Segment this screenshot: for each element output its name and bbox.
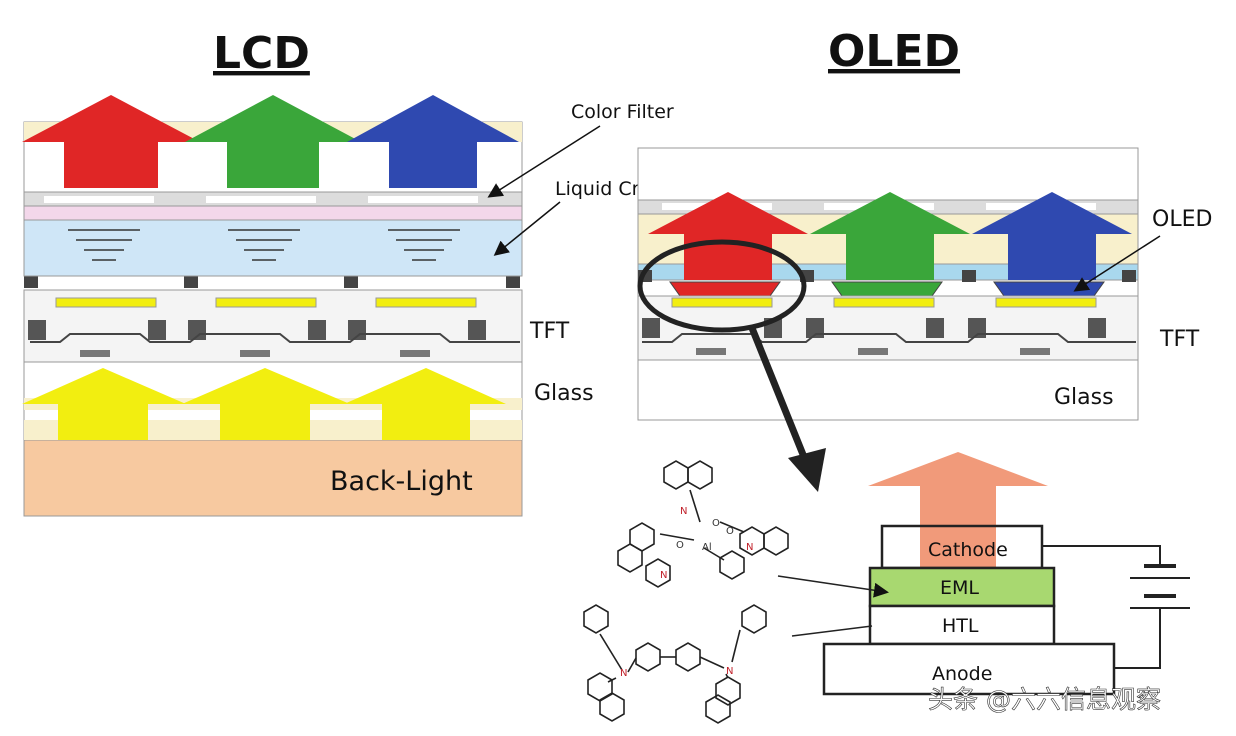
lcd-yellow-arrow-2 (182, 368, 350, 440)
oled-red-arrow (648, 192, 808, 280)
oled-green-emitter (831, 281, 943, 297)
oled-emitter-pointer (1073, 235, 1161, 292)
npb-molecule (583, 604, 767, 724)
lcd-blue-arrow (347, 95, 519, 188)
alq3-n-label-1: N (680, 506, 687, 517)
zoom-arrow-shaft (748, 326, 810, 464)
lcd-glass-label: Glass (534, 381, 594, 406)
lcd-green-arrow (185, 95, 361, 188)
zoom-ellipse (637, 239, 807, 333)
oled-glass-layer (637, 359, 1139, 421)
lcd-color-arrows (22, 95, 519, 188)
oled-panel (637, 147, 1139, 421)
lcd-backlight-layer (23, 439, 523, 517)
oled-stack: Cathode EML HTL Anode (777, 452, 1190, 696)
lcd-yellow-arrow-1 (22, 368, 186, 440)
anode-label: Anode (932, 663, 992, 685)
oled-title: OLED (828, 26, 960, 77)
oled-tft-label: TFT (1159, 327, 1200, 352)
alq3-o-label-2: O (676, 540, 684, 551)
lcd-red-arrow (22, 95, 200, 188)
lcd-tft-label: TFT (529, 319, 570, 344)
eml-label: EML (940, 577, 979, 599)
oled-red-emitter (669, 281, 781, 297)
npb-n-label-1: N (620, 668, 627, 679)
lcd-yellow-arrow-3 (344, 368, 506, 440)
oled-color-arrows (648, 192, 1132, 280)
lcd-tft-elements (24, 276, 520, 357)
oled-encapsulation-glass (637, 147, 1139, 201)
anode-layer (822, 642, 1116, 696)
htl-label: HTL (942, 615, 979, 637)
lcd-backlight-label: Back-Light (330, 466, 473, 497)
alq3-molecule (617, 460, 789, 588)
zoom-arrow-head (788, 448, 826, 492)
cathode-label: Cathode (928, 539, 1008, 561)
watermark-text: 头条 @六六信息观察 (928, 685, 1161, 714)
oled-tft-elements (638, 270, 1136, 355)
lcd-title: LCD (213, 28, 310, 79)
alq3-n-label-3: N (746, 542, 753, 553)
emission-arrow (868, 452, 1048, 568)
eml-layer (868, 566, 1056, 608)
alq3-o-label-3: O (726, 526, 734, 537)
alq3-o-label-1: O (712, 518, 720, 529)
lcd-lc-molecules (68, 229, 460, 261)
lcd-color-filter-pointer (487, 125, 601, 198)
oled-emitter-label: OLED (1152, 207, 1212, 232)
lcd-color-filter-label: Color Filter (571, 101, 674, 123)
lcd-alignment-layer (23, 205, 523, 221)
circuit-wire-top (1042, 545, 1161, 566)
htl-molecule-pointer (791, 625, 873, 637)
npb-n-label-2: N (726, 666, 733, 677)
eml-molecule-pointer (777, 575, 889, 598)
lcd-backlight-arrows (22, 368, 506, 440)
alq3-al-label: Al (702, 542, 712, 553)
oled-glass-label: Glass (1054, 385, 1114, 410)
oled-blue-arrow (972, 192, 1132, 280)
alq3-n-label-2: N (660, 570, 667, 581)
circuit-wire-bottom (1114, 608, 1161, 669)
lcd-liquid-crystal-layer (23, 219, 523, 277)
lcd-liquid-crystal-pointer (493, 201, 561, 256)
oled-green-arrow (810, 192, 970, 280)
oled-blue-emitter (993, 281, 1105, 297)
